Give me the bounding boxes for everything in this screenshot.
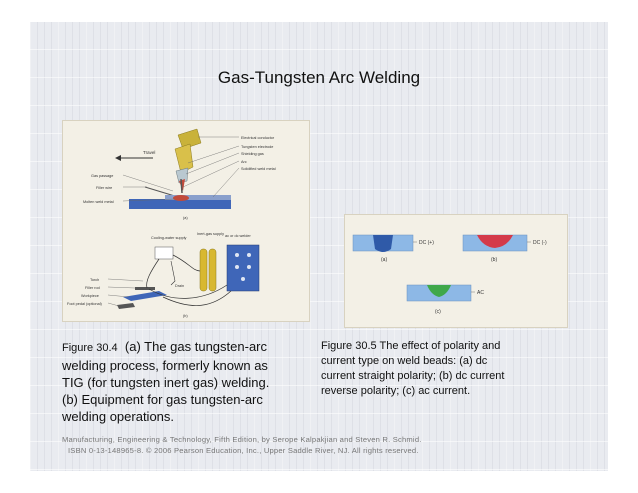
footer-line: ISBN 0-13-148965-8. © 2006 Pearson Educa… — [68, 446, 419, 455]
marker-a: (a) — [183, 216, 188, 220]
label-tungsten-electrode: Tungsten electrode — [241, 145, 273, 149]
caption-line: welding process, formerly known as — [62, 358, 268, 373]
marker-a-right: (a) — [381, 257, 387, 263]
label-ac: AC — [477, 290, 484, 296]
leader-lines-b — [107, 278, 144, 307]
figure-30-4-illustration: Travel Electrical — [67, 128, 276, 318]
copyright-footer: Manufacturing, Engineering & Technology,… — [62, 434, 522, 456]
caption-figure-label: Figure 30.4 — [62, 342, 118, 354]
slide-title: Gas-Tungsten Arc Welding — [217, 68, 421, 87]
label-gas-passage: Gas passage — [91, 174, 113, 178]
caption-line: current type on weld beads: (a) dc — [321, 355, 488, 367]
caption-figure-30-5: Figure 30.5 The effect of polarity and c… — [321, 339, 571, 399]
marker-b-right: (b) — [491, 257, 497, 263]
label-dc-plus: DC (+) — [419, 240, 434, 246]
label-filler-rod: Filler rod — [85, 286, 100, 290]
label-torch: Torch — [90, 278, 99, 282]
caption-line: Figure 30.5 The effect of polarity and — [321, 340, 501, 352]
caption-line: welding operations. — [62, 409, 175, 424]
label-shielding-gas: Shielding gas — [241, 152, 264, 156]
weld-bead-c: AC (c) — [406, 284, 484, 315]
weld-bead-a: DC (+) (a) — [352, 234, 434, 263]
torch-illustration — [174, 128, 202, 194]
leader-lines-a — [122, 136, 240, 202]
figure-30-5-illustration: DC (+) (a) DC (-) (b) AC (c) — [352, 234, 547, 315]
label-electrical-conductor: Electrical conductor — [241, 136, 275, 140]
label-molten-weld-metal: Molten weld metal — [83, 200, 114, 204]
equipment-illustration — [117, 244, 260, 309]
caption-line: current straight polarity; (b) dc curren… — [321, 370, 505, 382]
caption-line: TIG (for tungsten inert gas) welding. — [62, 375, 270, 390]
label-arc: Arc — [241, 160, 247, 164]
travel-label: Travel — [143, 150, 155, 155]
figure-30-4: Travel Electrical — [62, 120, 310, 322]
label-foot-pedal: Foot pedal (optional) — [67, 302, 103, 306]
label-ac-or-dc-welder: ac or dc welder — [225, 234, 251, 238]
workpiece-a — [129, 195, 231, 209]
caption-line: reverse polarity; (c) ac current. — [321, 385, 471, 397]
weld-bead-b: DC (-) (b) — [462, 234, 547, 263]
marker-c-right: (c) — [435, 309, 441, 315]
caption-line: (a) The gas tungsten-arc — [124, 339, 268, 354]
footer-line: Manufacturing, Engineering & Technology,… — [62, 435, 422, 444]
label-dc-minus: DC (-) — [533, 240, 547, 246]
label-inert-gas-supply: Inert-gas supply — [197, 232, 224, 236]
label-filler-wire: Filler wire — [96, 186, 112, 190]
marker-b: (b) — [183, 314, 188, 318]
caption-line: (b) Equipment for gas tungsten-arc — [62, 392, 263, 407]
figure-30-5: DC (+) (a) DC (-) (b) AC (c) — [344, 214, 568, 328]
label-drain: Drain — [175, 284, 184, 288]
label-workpiece: Workpiece — [81, 294, 99, 298]
label-cooling-water-supply: Cooling-water supply — [151, 236, 187, 240]
travel-arrow: Travel — [115, 150, 155, 161]
caption-figure-30-4: Figure 30.4 (a) The gas tungsten-arc wel… — [62, 338, 312, 425]
label-solidified-weld-metal: Solidified weld metal — [241, 167, 276, 171]
